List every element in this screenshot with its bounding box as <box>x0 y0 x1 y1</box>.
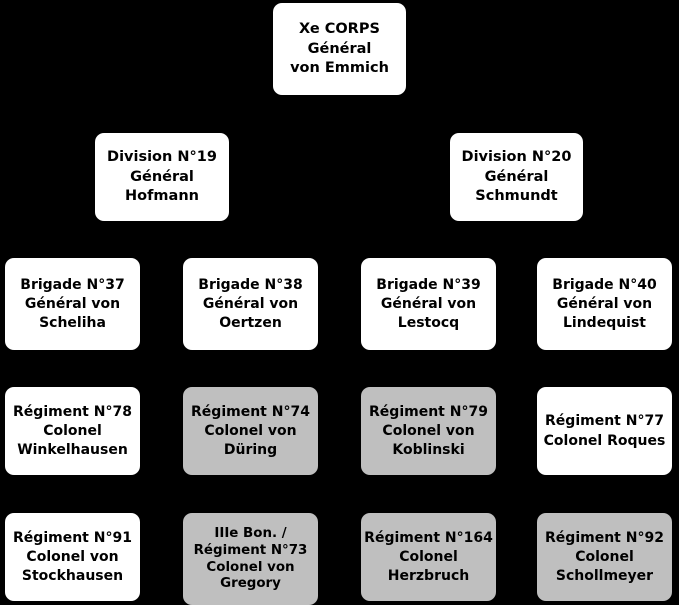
org-node-corps: Xe CORPS Général von Emmich <box>273 3 406 95</box>
node-detail-line: Colonel von <box>206 559 295 575</box>
node-detail-line: Général <box>307 40 372 57</box>
node-detail-line: Général <box>130 168 194 185</box>
node-detail-line: Colonel von <box>204 422 297 439</box>
node-detail-line: Colonel von <box>26 548 119 565</box>
node-detail-line: Régiment N°73 <box>193 542 308 558</box>
node-detail-line: Stockhausen <box>21 568 124 585</box>
node-detail-line: Winkelhausen <box>17 442 128 459</box>
node-detail-line: Général von <box>556 295 653 312</box>
node-title: Régiment N°77 <box>545 413 664 430</box>
node-detail-line: Schollmeyer <box>555 568 654 585</box>
node-title: Régiment N°79 <box>369 403 488 420</box>
node-title: Régiment N°164 <box>364 529 493 546</box>
node-title: Division N°19 <box>107 148 217 165</box>
node-detail-line: Colonel <box>399 548 458 565</box>
node-title: IIIe Bon. / <box>214 525 287 541</box>
node-detail-line: Colonel von <box>382 422 475 439</box>
node-detail-line: Général <box>484 168 549 185</box>
node-title: Régiment N°91 <box>13 529 132 546</box>
node-detail-line: Koblinski <box>392 442 465 459</box>
node-title: Régiment N°74 <box>191 403 310 420</box>
node-detail-line: Hofmann <box>125 188 199 205</box>
node-detail-line: Général von <box>380 295 477 312</box>
node-detail-line: Général von <box>202 295 299 312</box>
node-title: Xe CORPS <box>299 20 380 37</box>
node-detail-line: Scheliha <box>39 315 106 332</box>
node-detail-line: Herzbruch <box>387 568 470 585</box>
node-detail-line: Colonel <box>575 548 634 565</box>
node-detail-line: Colonel Roques <box>543 432 666 449</box>
node-title: Régiment N°92 <box>545 529 664 546</box>
node-detail-line: von Emmich <box>290 60 389 77</box>
node-detail-line: Oertzen <box>219 315 282 332</box>
node-detail-line: Lindequist <box>562 315 646 332</box>
node-title: Brigade N°37 <box>20 276 125 293</box>
node-detail-line: Colonel <box>43 422 102 439</box>
node-detail-line: Général von <box>24 295 121 312</box>
node-title: Brigade N°39 <box>376 276 481 293</box>
node-title: Régiment N°78 <box>13 403 132 420</box>
node-detail-line: Lestocq <box>397 315 460 332</box>
node-title: Division N°20 <box>461 148 572 165</box>
node-detail-line: Schmundt <box>475 188 558 205</box>
node-title: Brigade N°40 <box>552 276 657 293</box>
node-title: Brigade N°38 <box>198 276 303 293</box>
node-detail-line: Düring <box>223 442 278 459</box>
node-detail-line: Gregory <box>220 576 281 592</box>
